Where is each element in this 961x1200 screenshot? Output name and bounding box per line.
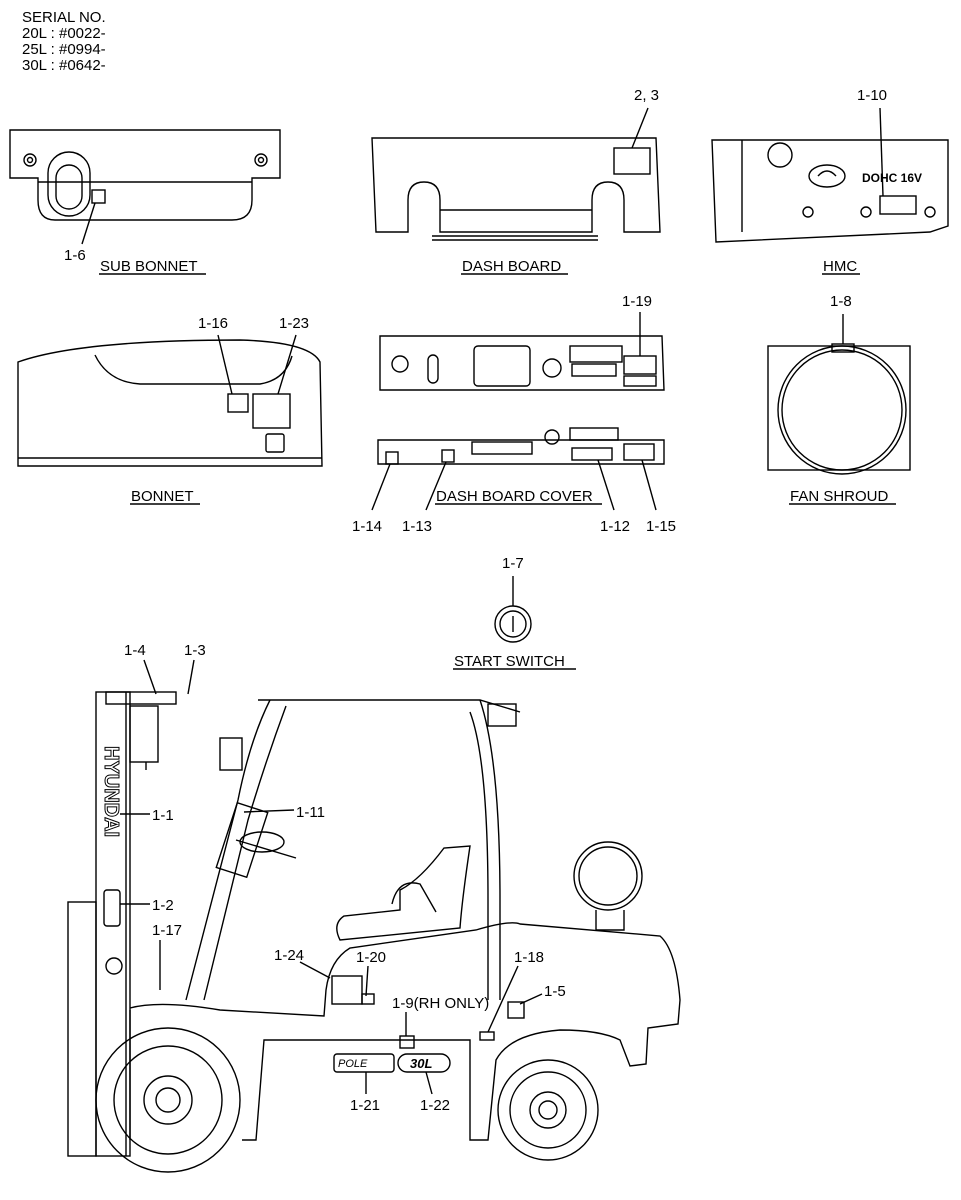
callout-1-13: 1-13 [402,518,432,535]
decal-1-13-marker [441,449,455,463]
callout-1-1: 1-1 [152,807,174,824]
mast-brand-text: HYUNDAI [100,746,122,837]
forklift-drawing: POLE 30L HYUNDAI [67,659,681,1173]
serial-heading: SERIAL NO. [22,9,106,26]
decal-1-23-marker [252,393,291,429]
callout-1-7: 1-7 [502,555,524,572]
dash-board-panel-drawing [379,312,665,391]
callout-1-3: 1-3 [184,642,206,659]
callout-1-15: 1-15 [646,518,676,535]
title-bonnet: BONNET [131,488,194,505]
decal-1-20-marker [361,993,375,1005]
model-badge-text: 30L [410,1056,432,1071]
callout-1-8: 1-8 [830,293,852,310]
title-dash-board: DASH BOARD [462,258,561,275]
callout-1-20: 1-20 [356,949,386,966]
title-hmc: HMC [823,258,857,275]
decal-1-18-marker [479,1031,495,1041]
callout-1-24: 1-24 [274,947,304,964]
callout-1-10: 1-10 [857,87,887,104]
decal-1-19-marker [623,355,657,375]
decal-1-10-marker [879,195,917,215]
decal-1-5-marker [507,1001,525,1019]
serial-line-20l: 20L : #0022- [22,25,106,42]
callout-1-5: 1-5 [544,983,566,1000]
decal-2-3-marker [613,147,651,175]
callout-1-9-rh-only: 1-9(RH ONLY) [392,995,489,1012]
callout-1-21: 1-21 [350,1097,380,1114]
bonnet-drawing [17,334,323,467]
callout-1-17: 1-17 [152,922,182,939]
title-sub-bonnet: SUB BONNET [100,258,198,275]
callout-1-2: 1-2 [152,897,174,914]
callout-2-3: 2, 3 [634,87,659,104]
callout-1-16: 1-16 [198,315,228,332]
serial-number-block: SERIAL NO. 20L : #0022- 25L : #0994- 30L… [22,10,106,74]
decal-1-11-marker [215,801,269,879]
title-start-switch: START SWITCH [454,653,565,670]
callout-1-23: 1-23 [279,315,309,332]
decal-1-16-marker [227,393,249,413]
callout-1-11: 1-11 [296,804,325,821]
dash-board-cover-drawing [371,427,665,511]
series-badge-text: POLE [338,1058,368,1070]
decal-1-6-marker [91,189,106,204]
decal-1-12-marker [571,447,613,461]
decal-1-2-marker [103,889,121,927]
hmc-engine-decal-text: DOHC 16V [862,171,922,185]
callout-1-6: 1-6 [64,247,86,264]
callout-1-22: 1-22 [420,1097,450,1114]
callout-1-19: 1-19 [622,293,652,310]
decal-1-14-marker [385,451,399,465]
callout-1-18: 1-18 [514,949,544,966]
callout-1-14: 1-14 [352,518,382,535]
hmc-engine-cover-drawing: DOHC 16V [711,107,949,243]
decal-1-22-marker [397,1053,451,1073]
serial-line-25l: 25L : #0994- [22,41,106,58]
callout-1-12: 1-12 [600,518,630,535]
fan-shroud-drawing [767,314,911,475]
start-switch-drawing [494,576,532,643]
dash-board-drawing [371,107,661,241]
callout-1-4: 1-4 [124,642,146,659]
decal-1-21-marker [333,1053,395,1073]
title-fan-shroud: FAN SHROUD [790,488,889,505]
title-dash-board-cover: DASH BOARD COVER [436,488,593,505]
sub-bonnet-drawing [9,129,281,245]
serial-line-30l: 30L : #0642- [22,57,106,74]
decal-1-9-marker [399,1035,415,1049]
decal-1-24-marker [331,975,363,1005]
decal-1-15-marker [623,443,655,461]
